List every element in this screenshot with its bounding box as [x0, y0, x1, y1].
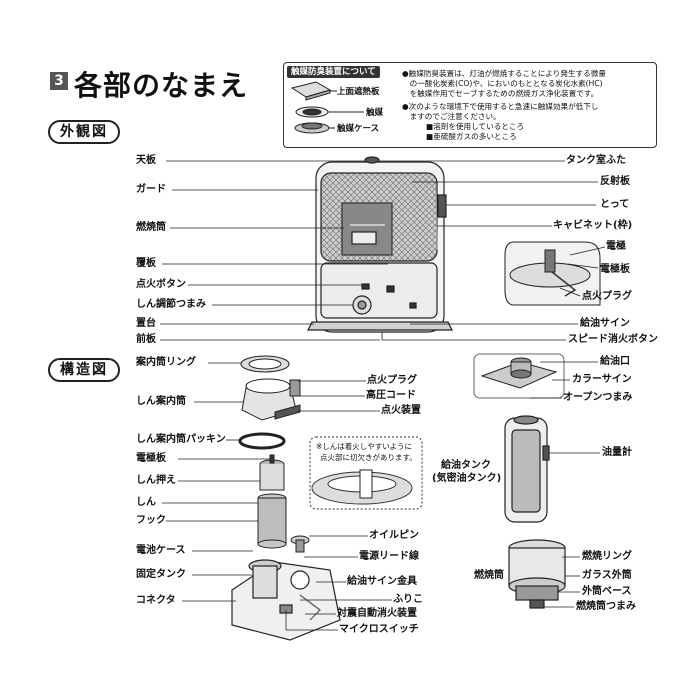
label-electrode-plate: 電極板 [600, 264, 630, 275]
leader-lines [160, 160, 606, 631]
catalyst-text-6: ■溶剤を使用しているところ [426, 122, 525, 131]
catalyst-part-1: 上面遮熱板 [337, 87, 380, 97]
catalyst-text-3: を触媒作用でセーブするための燃焼ガス浄化装置です。 [402, 89, 599, 98]
catalyst-text-2: の一酸化炭素(CO)や、においのもととなる炭化水素(HC) [402, 79, 603, 88]
label-fill-port: 給油口 [600, 356, 630, 367]
label-fixed-tank: 固定タンク [136, 569, 186, 580]
wick-note-line-1: ※しんは着火しやすいように [316, 442, 413, 451]
label-guide-ring: 案内筒リング [136, 357, 196, 368]
heat-shield-drawing [290, 81, 337, 101]
label-wick-guide: しん案内筒 [136, 396, 186, 407]
catalyst-part-2: 触媒 [366, 108, 384, 118]
guide-ring-drawing [240, 355, 290, 373]
wick-note-line-2: 点火部に切欠きがあります。 [320, 453, 417, 462]
heater-exterior-drawing [307, 156, 453, 333]
label-front-plate: 前板 [136, 334, 156, 345]
label-power-lead: 電源リード線 [359, 551, 419, 562]
label-wick-guide-packing: しん案内筒パッキン [136, 434, 226, 445]
label-top-plate: 天板 [136, 155, 156, 166]
packing-drawing [238, 432, 286, 450]
label-combustion-tube: 燃焼筒 [136, 222, 166, 233]
label-wick-holder: しん押え [136, 475, 176, 486]
label-refuel-sign-bracket: 給油サイン金具 [347, 576, 417, 587]
label-seismic-shutoff: 対震自動消火装置 [337, 608, 417, 619]
catalyst-text-4: ●次のような環境下で使用すると急速に触媒効果が低下し [402, 102, 599, 111]
label-cabinet: キャビネット(枠) [553, 220, 633, 231]
electrode-inset-drawing [504, 241, 601, 306]
oil-tank-drawing [504, 415, 550, 523]
label-oil-gauge: 油量計 [602, 447, 632, 458]
structure-view-tab: 構造図 [48, 358, 120, 382]
oil-tank-cap-drawing [473, 353, 565, 399]
label-wick: しん [136, 497, 156, 508]
label-electrode: 電極 [606, 241, 626, 252]
catalyst-text-1: ●触媒防臭装置は、灯油が燃焼することにより発生する微量 [402, 69, 606, 78]
label-micro-switch: マイクロスイッチ [339, 624, 419, 635]
wick-note-bubble [309, 436, 423, 510]
label-cover-plate: 覆板 [136, 258, 156, 269]
label-burner-knob: 燃焼筒つまみ [576, 601, 636, 612]
section-number-badge: 3 [50, 72, 68, 90]
catalyst-drawing [295, 106, 364, 118]
exterior-view-tab: 外観図 [48, 120, 120, 144]
label-pendulum: ふりこ [393, 594, 423, 605]
label-speed-extinguish: スピード消火ボタン [568, 334, 658, 345]
label-stand: 置台 [136, 318, 156, 329]
burner-name: 燃焼筒 [474, 570, 504, 581]
label-refuel-sign: 給油サイン [580, 318, 630, 329]
catalyst-part-3: 触媒ケース [337, 124, 380, 134]
wick-guide-drawing [241, 378, 301, 421]
label-handle: とって [600, 199, 630, 210]
label-color-sign: カラーサイン [572, 374, 632, 385]
label-igniter: 点火装置 [381, 405, 421, 416]
label-glass-outer: ガラス外筒 [582, 570, 632, 581]
wick-drawing [257, 493, 287, 549]
wick-holder-drawing [259, 454, 285, 491]
tank-name-line-1: 給油タンク [441, 460, 491, 471]
catalyst-note-heading: 触媒防臭装置について [287, 66, 380, 78]
label-battery-case: 電池ケース [136, 545, 186, 556]
label-outer-base: 外筒ベース [582, 586, 632, 597]
label-spark-plug: 点火プラグ [582, 291, 632, 302]
tank-name-line-2: (気密油タンク) [432, 473, 502, 484]
label-high-voltage-cord: 高圧コード [366, 390, 416, 401]
label-ignition-button: 点火ボタン [136, 279, 186, 290]
label-hook: フック [136, 515, 166, 526]
oil-pin-drawing [290, 535, 310, 553]
label-tank-lid: タンク室ふた [566, 155, 626, 166]
label-reflector: 反射板 [600, 176, 630, 187]
fixed-tank-drawing [231, 559, 341, 641]
label-spark-plug-2: 点火プラグ [367, 375, 417, 386]
label-combustion-ring: 燃焼リング [582, 551, 632, 562]
section-title: 各部のなまえ [74, 69, 249, 102]
label-wick-knob: しん調節つまみ [136, 299, 206, 310]
label-oil-pin: オイルピン [369, 530, 419, 541]
label-connector: コネクタ [136, 595, 176, 606]
label-guard: ガード [136, 184, 166, 195]
burner-drawing [508, 539, 566, 609]
label-electrode-plate-2: 電極板 [136, 453, 166, 464]
catalyst-text-5: ますのでご注意ください。 [402, 112, 501, 121]
label-open-knob: オープンつまみ [563, 392, 633, 403]
catalyst-text-7: ■亜硫酸ガスの多いところ [426, 132, 517, 141]
catalyst-case-drawing [294, 122, 335, 134]
